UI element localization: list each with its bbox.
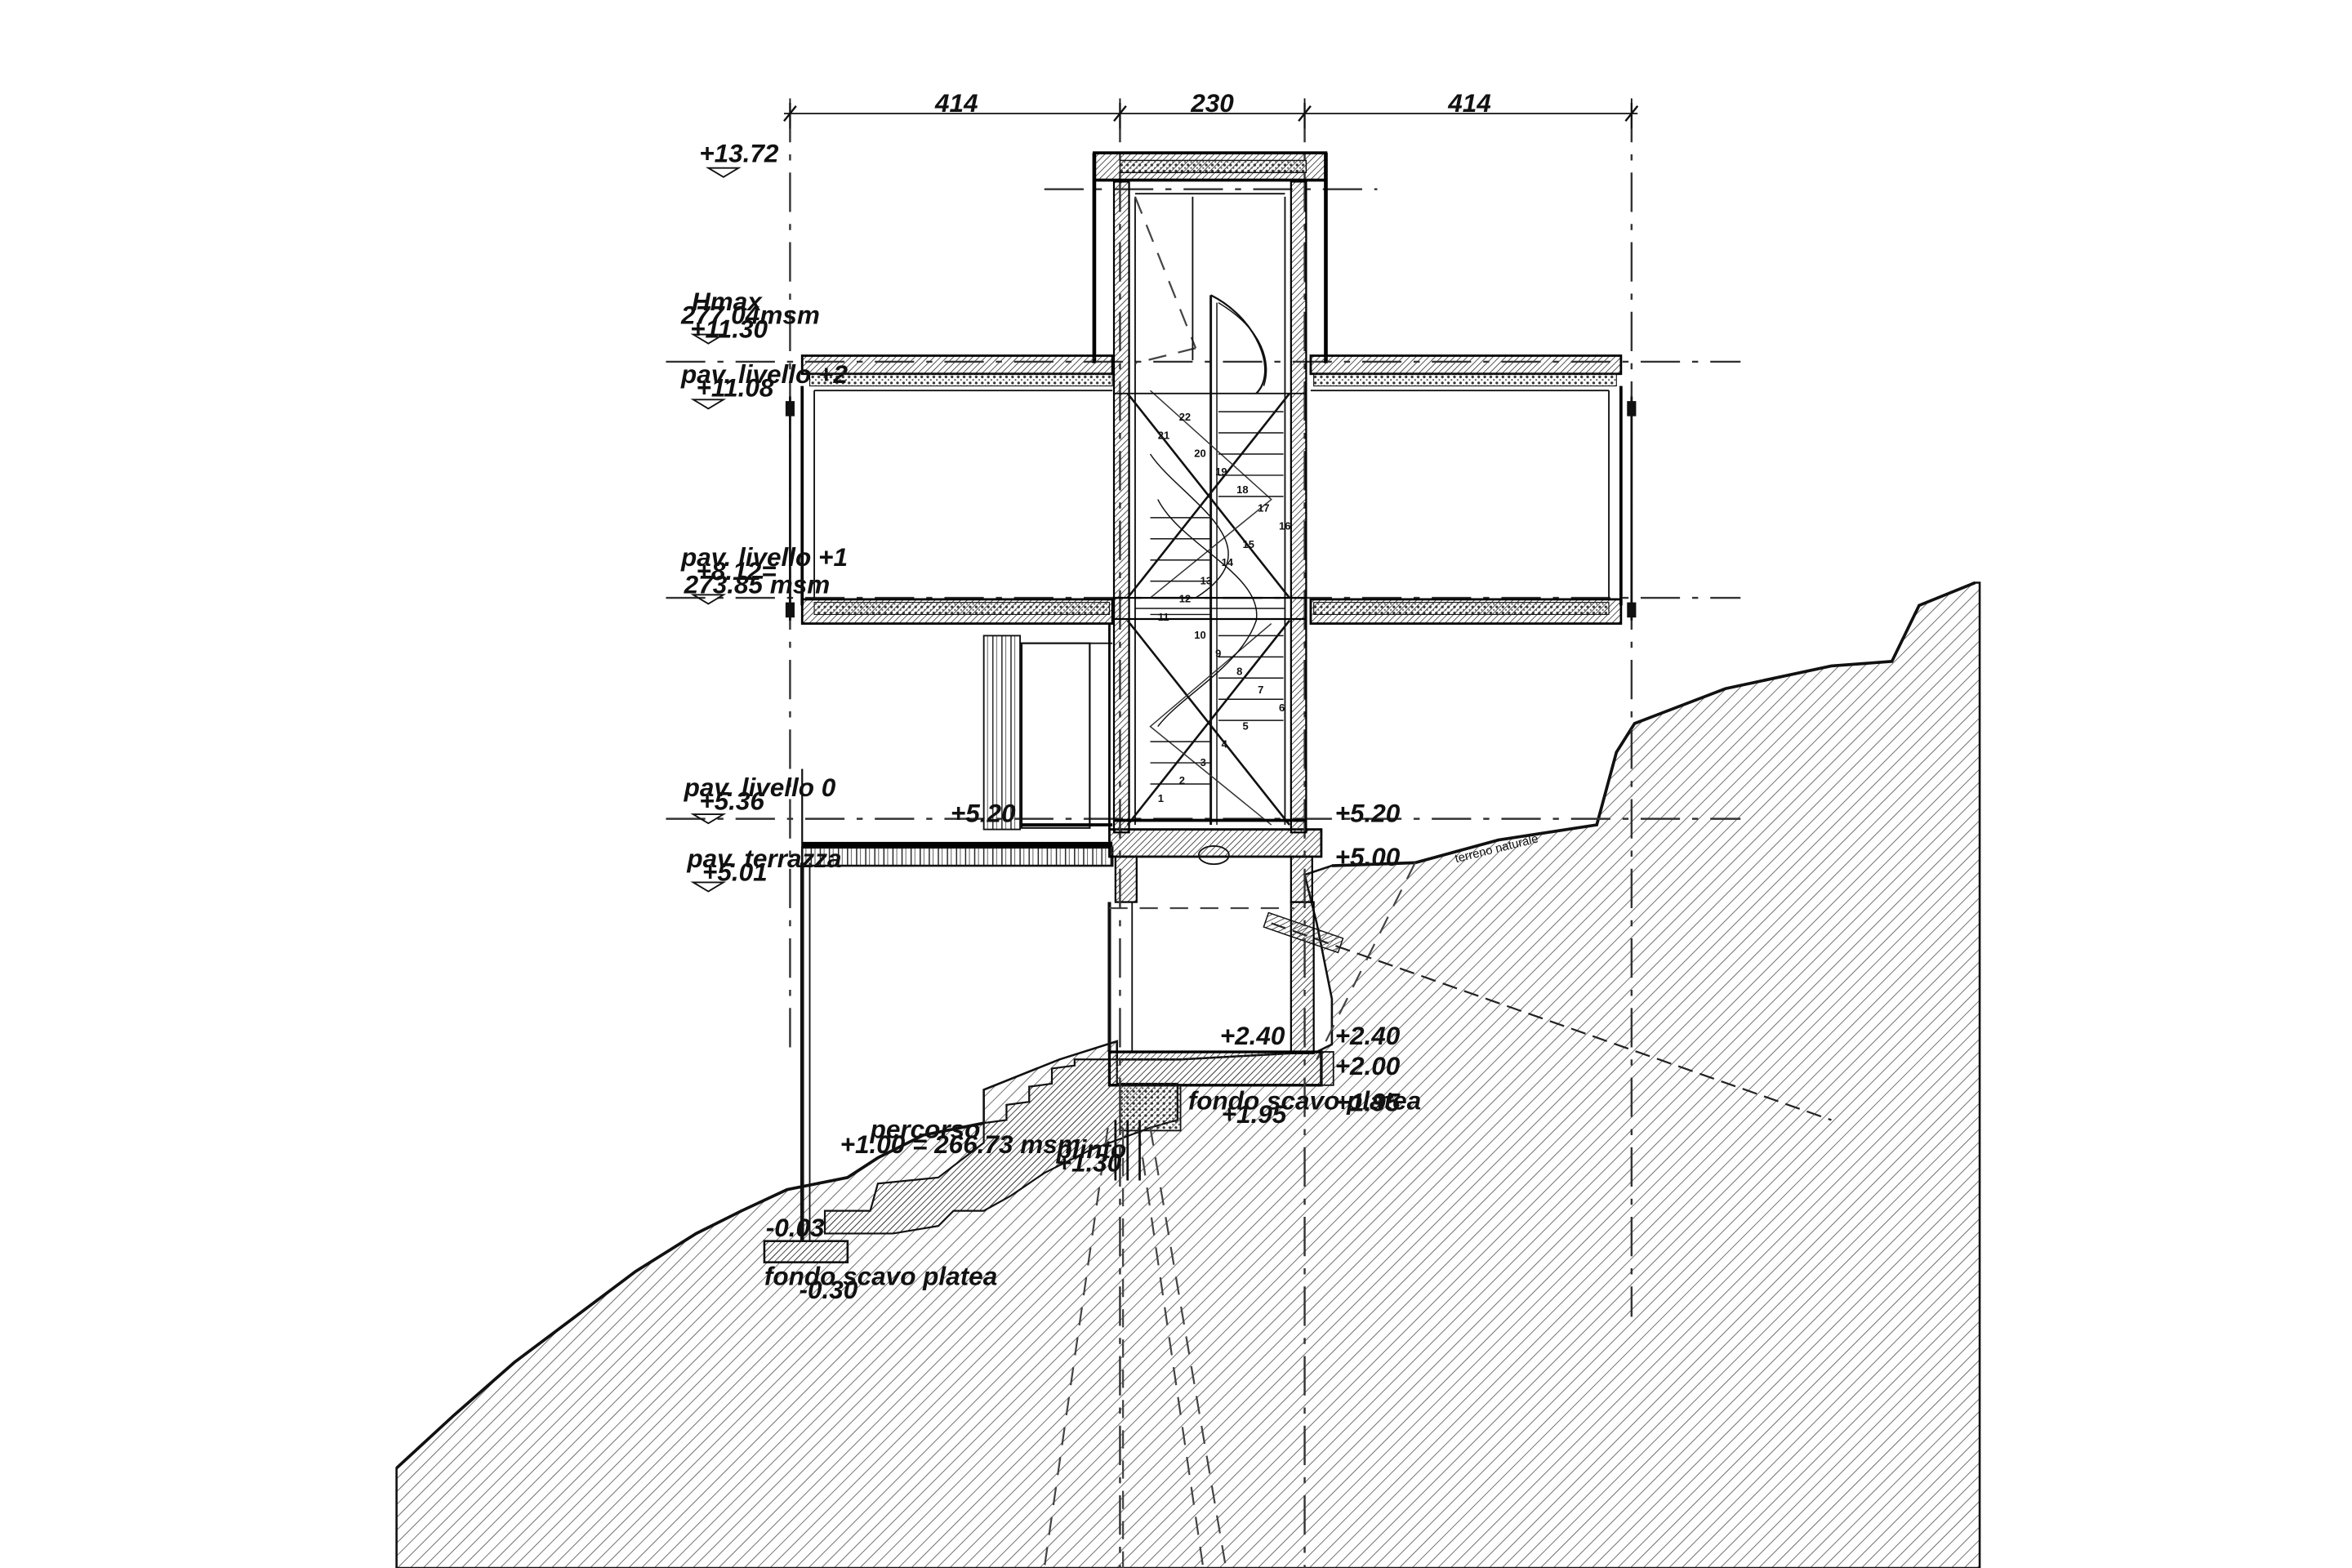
entry-right-level: +5.20 [1335,798,1401,827]
stair-treads [1150,411,1284,785]
stair-number: 10 [1194,629,1205,641]
level-labels: +13.72 Hmax 277.04msm +11.30 pav. livell… [680,138,848,886]
stair-number: 16 [1279,520,1290,532]
hmax-msm: 277.04msm [680,301,820,330]
right-arm [1309,354,1637,625]
footing-value: +1.30 [1057,1147,1122,1177]
terrain-profile-right [1331,581,1976,867]
base-200: +2.00 [1335,1051,1401,1080]
excavation-title: fondo scavo platea [1188,1085,1421,1115]
hmax-title: Hmax [692,287,763,316]
dimension-left: 414 [934,88,978,118]
piles [1043,1120,1227,1568]
path-title: percorso [870,1115,981,1144]
terrace-title: pav. terrazza [686,844,841,873]
hmax-value: +11.30 [690,314,768,343]
level2-title: pav. livello +2 [680,359,848,389]
ground-anchor [1271,922,1832,1121]
dimension-center: 230 [1190,88,1234,118]
stair-number: 20 [1194,448,1205,460]
level-markers [690,167,742,893]
level1-value: +8.12= [697,556,777,586]
stair-number: 6 [1279,702,1285,714]
base-left-level: -0.03 [766,1213,825,1242]
excavation-value: +1.95 [1222,1099,1287,1129]
stair-number: 18 [1236,483,1248,496]
footing-title: plinto [1056,1134,1127,1164]
path-value: +1.00 = 266.73 msm [840,1129,1080,1159]
base-240-right: +2.40 [1335,1021,1401,1050]
stepped-path [823,1058,1178,1235]
left-foundation [763,768,849,1263]
level1-msm: 273.85 msm [684,569,831,599]
stair-number: 9 [1215,647,1221,659]
base-240-left: +2.40 [1220,1021,1285,1050]
level2-value: +11.08 [697,373,774,403]
ground-level-500: +5.00 [1335,842,1401,871]
terrace-slab [800,841,1114,867]
stair-number: 17 [1258,501,1269,514]
foundation-base [1107,828,1334,1132]
terrain-profile [395,1121,984,1470]
level0-value: +5.36 [699,786,764,816]
stair-number: 19 [1215,466,1227,478]
stair-number: 3 [1200,756,1206,768]
stair-number: 13 [1200,574,1212,586]
level1-title: pav. livello +1 [680,542,848,572]
excavation-left-value: -0.30 [800,1275,858,1304]
stair-number: 21 [1158,429,1169,441]
stair-number: 5 [1243,719,1249,732]
level0-title: pav. livello 0 [684,773,836,802]
stair-number: 4 [1222,738,1228,751]
stair-number: 2 [1179,774,1185,786]
dimension-line: 414 230 414 [783,88,1639,129]
stair-number: 15 [1243,538,1254,550]
excavation-left-title: fondo scavo platea [764,1261,997,1290]
stair-number: 22 [1179,411,1191,423]
entry-volume [982,623,1113,831]
stair-number: 14 [1222,556,1234,568]
terrace-value: +5.01 [702,858,768,887]
excavation-side: +1.95 [1335,1087,1401,1116]
dimension-right: 414 [1447,88,1491,118]
stair-number: 11 [1158,611,1169,623]
level-top: +13.72 [699,138,779,167]
stair-number: 1 [1158,792,1164,804]
entry-left-level: +5.20 [951,798,1016,827]
left-arm [785,354,1114,625]
stair-number: 7 [1258,684,1263,696]
stair-number: 8 [1236,666,1242,678]
excavation-slope [1316,862,1416,1060]
